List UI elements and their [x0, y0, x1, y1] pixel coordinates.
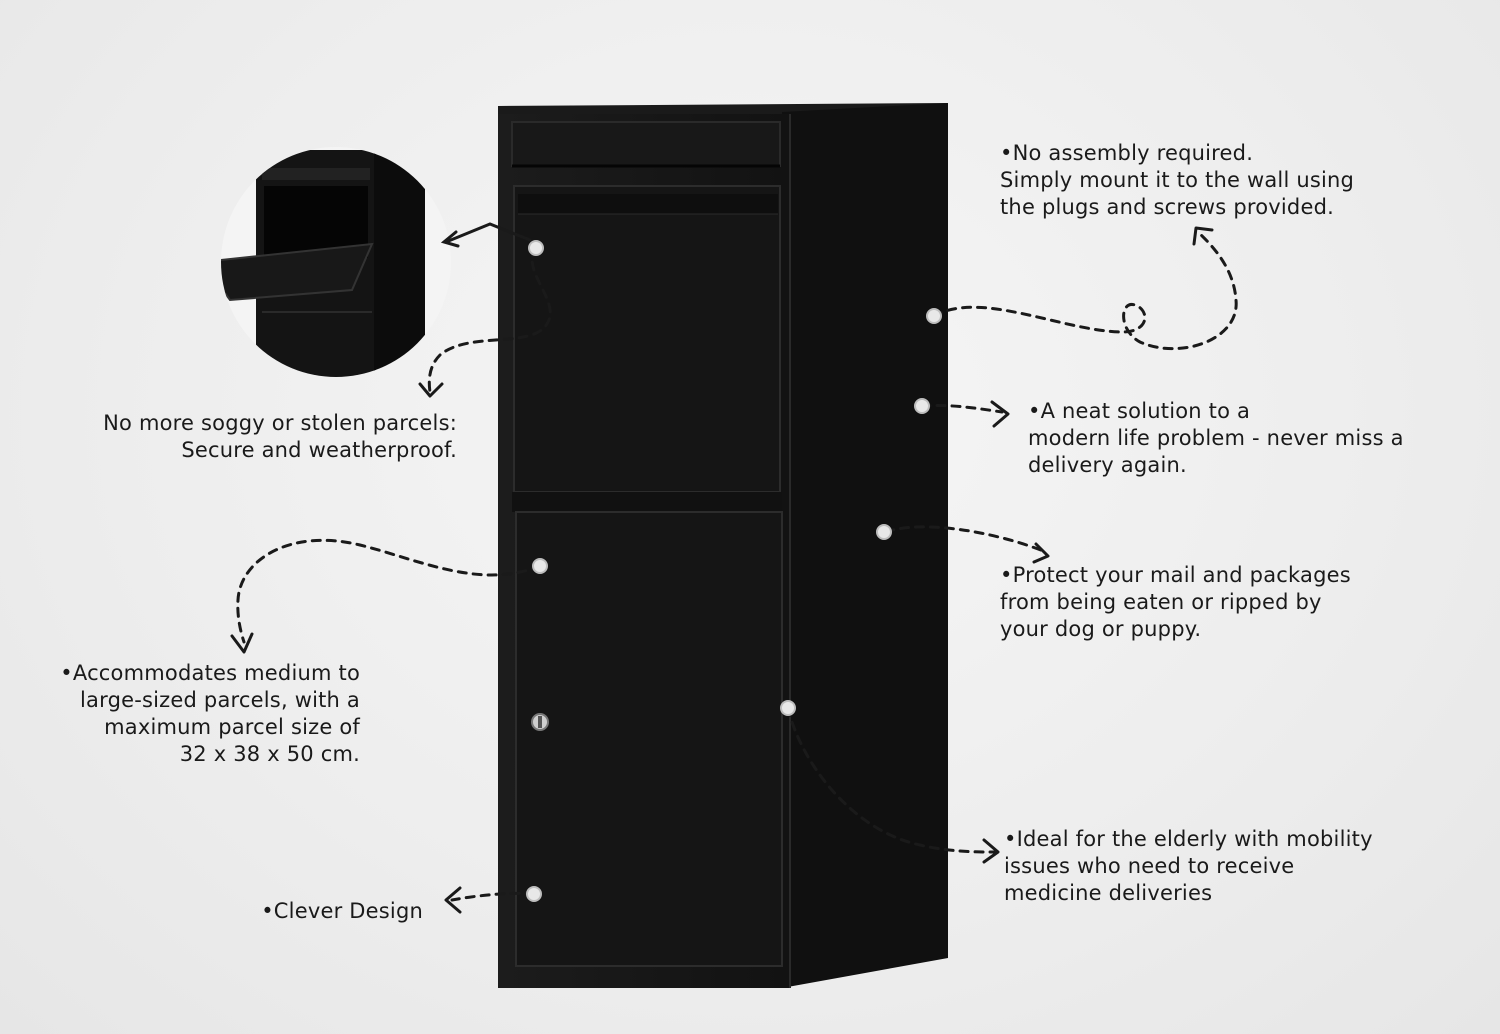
- callout-line: 32 x 38 x 50 cm.: [179, 742, 360, 766]
- callout-clever: •Clever Design: [261, 898, 423, 925]
- callout-line: Simply mount it to the wall using: [1000, 168, 1355, 192]
- mail-slot: [511, 121, 781, 167]
- open-flap: [221, 242, 374, 302]
- hotspot-dot: [528, 240, 544, 256]
- hotspots: [526, 240, 942, 902]
- arrow-heads: [230, 226, 1214, 914]
- box-side-panel: [782, 103, 948, 988]
- arrow-icon: [982, 838, 1000, 864]
- hotspot-dot: [532, 558, 548, 574]
- hotspot-dot: [780, 700, 796, 716]
- arrow-icon: [418, 382, 444, 398]
- callout-no-assembly: •No assembly required. Simply mount it t…: [1000, 140, 1354, 221]
- inset-pointer: [440, 222, 532, 248]
- hotspot-dot: [876, 524, 892, 540]
- arrow-icon: [1192, 226, 1214, 246]
- callout-line: •Ideal for the elderly with mobility: [1004, 827, 1373, 851]
- parcel-flap: [513, 185, 781, 493]
- callout-line: your dog or puppy.: [1000, 617, 1202, 641]
- callout-line: medicine deliveries: [1004, 881, 1213, 905]
- callout-line: delivery again.: [1028, 453, 1187, 477]
- callout-accommodates: •Accommodates medium to large-sized parc…: [60, 660, 360, 768]
- detail-circle-inset: [221, 147, 451, 377]
- arrow-icon: [1032, 542, 1050, 564]
- arrow-icon: [444, 886, 462, 914]
- callout-protect: •Protect your mail and packages from bei…: [1000, 562, 1351, 643]
- callout-line: •Clever Design: [261, 899, 423, 923]
- callout-line: •Protect your mail and packages: [1000, 563, 1351, 587]
- hotspot-dot: [926, 308, 942, 324]
- parcel-box: [498, 103, 948, 988]
- arrow-icon: [230, 632, 254, 654]
- callout-line: the plugs and screws provided.: [1000, 195, 1334, 219]
- callout-line: large-sized parcels, with a: [80, 688, 360, 712]
- lower-door: [515, 511, 783, 967]
- callout-line: from being eaten or ripped by: [1000, 590, 1322, 614]
- callout-neat-solution: •A neat solution to a modern life proble…: [1028, 398, 1404, 479]
- callout-line: maximum parcel size of: [104, 715, 360, 739]
- callout-ideal: •Ideal for the elderly with mobility iss…: [1004, 826, 1373, 907]
- hotspot-dot: [526, 886, 542, 902]
- callout-line: •No assembly required.: [1000, 141, 1254, 165]
- callout-line: •Accommodates medium to: [60, 661, 360, 685]
- callout-soggy: No more soggy or stolen parcels: Secure …: [103, 410, 457, 464]
- callout-line: modern life problem - never miss a: [1028, 426, 1404, 450]
- callout-line: issues who need to receive: [1004, 854, 1295, 878]
- arrow-icon: [990, 400, 1010, 428]
- callout-line: Secure and weatherproof.: [181, 438, 457, 462]
- callout-line: No more soggy or stolen parcels:: [103, 411, 457, 435]
- hotspot-dot: [914, 398, 930, 414]
- callout-line: •A neat solution to a: [1028, 399, 1251, 423]
